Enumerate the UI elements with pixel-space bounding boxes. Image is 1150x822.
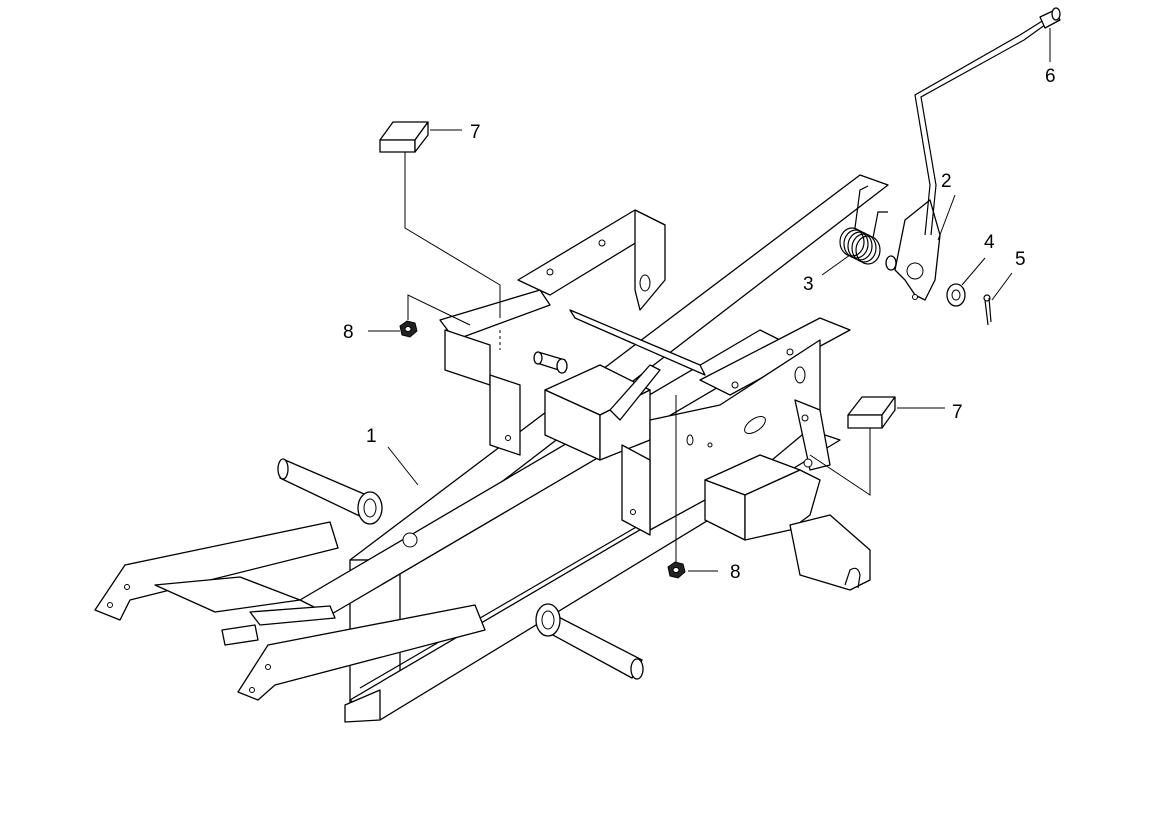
seat-bracket-left: [439, 209, 666, 456]
hitch-bracket: [704, 399, 871, 591]
callout-7-lower: 7: [952, 402, 963, 423]
lever-plate: [885, 199, 941, 301]
pad-lower: [847, 396, 896, 429]
callout-1: 1: [366, 426, 377, 447]
callout-3: 3: [803, 274, 814, 295]
callout-8-upper: 8: [343, 322, 354, 343]
callout-6: 6: [1045, 66, 1056, 87]
callout-8-lower: 8: [730, 562, 741, 583]
callout-5: 5: [1015, 249, 1026, 270]
cotter-pin: [983, 294, 992, 326]
axle-left: [277, 458, 383, 525]
rear-arm-upper: [94, 521, 339, 646]
callout-2: 2: [941, 171, 952, 192]
pad-upper: [379, 121, 429, 153]
nut-lower: [667, 561, 686, 579]
torsion-spring: [839, 185, 888, 265]
washer: [946, 283, 966, 307]
axle-right: [535, 603, 644, 680]
pivot-pin: [533, 351, 568, 374]
callout-7-upper: 7: [470, 122, 481, 143]
leader-lines: [368, 28, 1051, 572]
control-rod: [914, 7, 1061, 236]
callout-4: 4: [984, 232, 995, 253]
nut-upper: [399, 320, 418, 338]
seat-bracket-right: [569, 309, 851, 536]
rear-arm-lower: [237, 604, 486, 701]
callouts: 1 2 3 4 5 6 7 7 8 8: [343, 66, 1056, 583]
